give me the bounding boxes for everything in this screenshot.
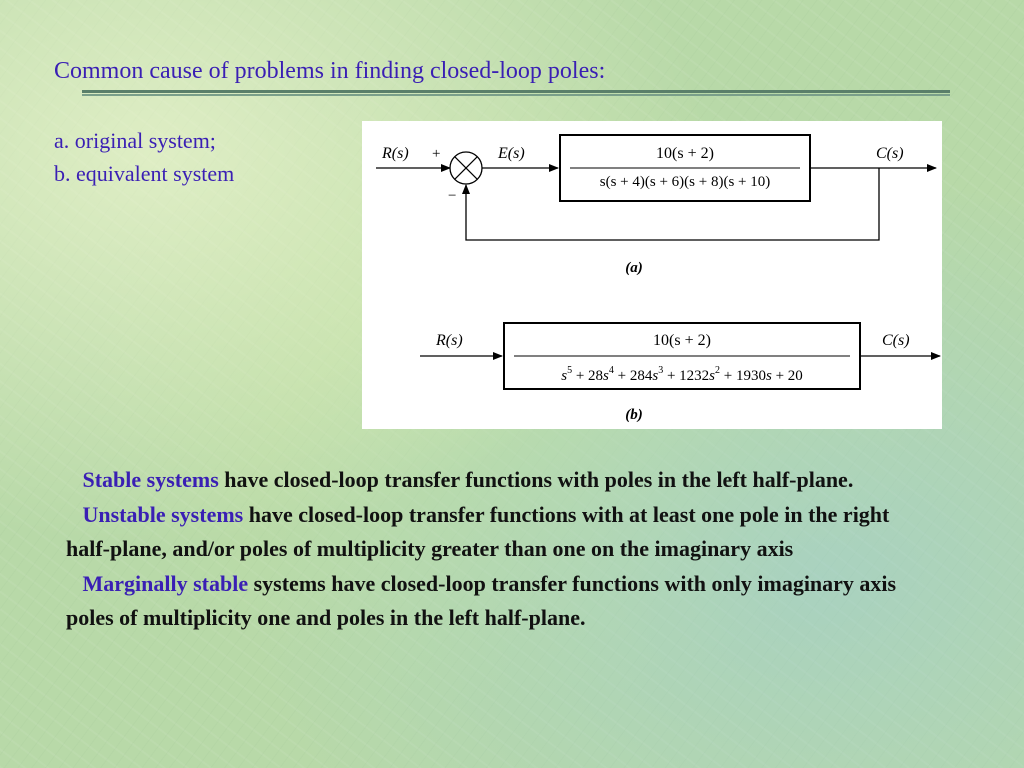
input-signal-label-a: R(s) [381,145,409,162]
text-unstable-systems: have closed-loop transfer functions with… [66,501,890,562]
text-marginally-stable: systems have closed-loop transfer functi… [66,570,897,631]
figure-captions: a. original system; b. equivalent system [54,124,234,190]
plus-sign: + [432,146,440,162]
feedback-path [462,168,880,241]
keyword-unstable-systems: Unstable systems [82,501,244,527]
output-signal-label-a: C(s) [876,145,904,162]
input-signal-label-b: R(s) [435,332,463,349]
block-diagram-figure: R(s) + − E(s) 10(s + 2) s(s + 4)(s + 6)(… [362,121,942,429]
numerator-a: 10(s + 2) [656,145,714,162]
slide-title: Common cause of problems in finding clos… [54,58,606,84]
minus-sign: − [448,188,456,204]
text-stable-systems: have closed-loop transfer functions with… [218,467,854,492]
diagram-label-a: (a) [625,260,643,276]
title-divider [82,90,950,96]
diagram-label-b: (b) [625,407,643,423]
paragraph-marginally-stable: Marginally stable systems have closed-lo… [66,567,926,636]
denominator-a: s(s + 4)(s + 6)(s + 8)(s + 10) [600,174,771,190]
diagram-b: R(s) 10(s + 2) s5 + 28s4 + 284s3 + 1232s… [420,322,941,423]
keyword-marginally-stable: Marginally stable [82,570,249,596]
caption-equivalent-system: b. equivalent system [54,161,235,186]
summing-junction [449,151,483,185]
keyword-stable-systems: Stable systems [82,467,219,492]
caption-original-system: a. original system; [54,128,216,153]
numerator-b: 10(s + 2) [653,332,711,349]
paragraph-unstable: Unstable systems have closed-loop transf… [66,498,926,567]
paragraph-stable: Stable systems have closed-loop transfer… [66,463,926,498]
error-signal-label: E(s) [497,145,525,162]
output-signal-label-b: C(s) [882,332,910,349]
diagram-a: R(s) + − E(s) 10(s + 2) s(s + 4)(s + 6)(… [376,134,937,276]
stability-definitions: Stable systems have closed-loop transfer… [66,463,926,636]
denominator-b: s5 + 28s4 + 284s3 + 1232s2 + 1930s + 20 [561,365,803,384]
